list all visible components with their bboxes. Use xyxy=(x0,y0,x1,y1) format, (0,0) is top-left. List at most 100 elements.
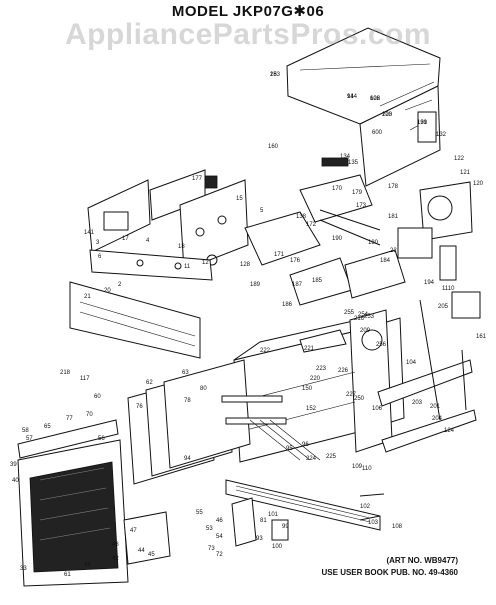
front-trim-panel xyxy=(69,249,213,359)
part-number-label: 5 xyxy=(260,208,264,214)
part-number-label: 70 xyxy=(86,412,93,418)
part-number-label: 121 xyxy=(460,170,471,176)
part-number-label: 131 xyxy=(417,120,428,126)
part-number-label: 184 xyxy=(380,258,391,264)
part-number-label: 117 xyxy=(80,376,90,382)
part-number-label: 33 xyxy=(20,566,27,572)
part-number-label: 189 xyxy=(250,282,261,288)
watermark: AppliancePartsPros.com xyxy=(64,18,432,51)
part-number-label: 170 xyxy=(332,186,343,192)
part-number-label: 100 xyxy=(272,544,283,550)
part-number-label: 220 xyxy=(310,376,321,382)
part-number-label: 110 xyxy=(362,466,372,472)
part-number-label: 205 xyxy=(438,304,449,310)
part-number-label: 21 xyxy=(84,294,91,300)
part-number-label: 104 xyxy=(406,360,417,366)
art-number: (ART NO. WB9477) xyxy=(386,556,458,565)
part-number-label: 22 xyxy=(390,248,397,254)
part-number-label: 4 xyxy=(146,238,150,244)
part-number-label: 96 xyxy=(302,442,309,448)
oven-cavity xyxy=(233,309,405,463)
part-number-label: 216 xyxy=(354,316,365,322)
part-number-label: 93 xyxy=(256,536,263,542)
part-number-label: 124 xyxy=(444,428,455,434)
part-number-label: 6 xyxy=(98,254,102,260)
part-number-label: 172 xyxy=(306,222,317,228)
part-number-label: 108 xyxy=(392,524,403,530)
part-number-label: 180 xyxy=(368,240,379,246)
outer-case-hood xyxy=(286,27,441,187)
part-number-label: 95 xyxy=(286,446,293,452)
part-number-label: 250 xyxy=(354,396,365,402)
fan-motor-assembly xyxy=(397,181,481,319)
part-number-label: 47 xyxy=(130,528,137,534)
part-number-label: 56 xyxy=(98,436,105,442)
part-number-label: 123 xyxy=(382,112,393,118)
part-number-label: 72 xyxy=(216,552,223,558)
part-number-label: 225 xyxy=(326,454,337,460)
part-number-label: 161 xyxy=(476,334,487,340)
part-number-label: 42 xyxy=(112,556,119,562)
part-number-label: 187 xyxy=(292,282,303,288)
part-number-label: 153 xyxy=(270,72,281,78)
part-number-label: 194 xyxy=(424,280,435,286)
part-number-label: 43 xyxy=(84,562,91,568)
part-number-label: 204 xyxy=(432,416,443,422)
part-number-label: 223 xyxy=(316,366,327,372)
part-number-label: 103 xyxy=(368,520,379,526)
part-number-label: 28 xyxy=(270,72,277,78)
door-glass-and-racks xyxy=(127,359,321,485)
part-number-label: 171 xyxy=(274,252,285,258)
part-number-label: 18 xyxy=(178,244,185,250)
bottom-brackets xyxy=(231,493,385,547)
part-number-label: 255 xyxy=(344,310,355,316)
part-number-label: 76 xyxy=(136,404,143,410)
part-number-label: 173 xyxy=(356,203,367,209)
part-number-label: 106 xyxy=(372,406,383,412)
part-number-label: 61 xyxy=(64,572,71,578)
part-number-label: 48 xyxy=(112,542,119,548)
part-number-label: 11 xyxy=(184,264,191,270)
part-number-label: 109 xyxy=(352,464,363,470)
part-number-label: 120 xyxy=(473,181,484,187)
part-number-label: 152 xyxy=(306,406,317,412)
part-number-label: 63 xyxy=(182,370,189,376)
part-number-label: 45 xyxy=(148,552,155,558)
part-number-label: 46 xyxy=(216,518,223,524)
part-number-label: 15 xyxy=(236,196,243,202)
part-number-label: 178 xyxy=(388,184,399,190)
part-number-label: 39 xyxy=(10,462,17,468)
user-book-note: USE USER BOOK PUB. NO. 49-4360 xyxy=(321,568,458,577)
part-number-label: 150 xyxy=(302,386,313,392)
part-number-label: 227 xyxy=(346,392,357,398)
part-number-label: 81 xyxy=(260,518,267,524)
part-number-label: 179 xyxy=(352,190,363,196)
part-number-label: 2 xyxy=(118,282,122,288)
part-number-label: 73 xyxy=(208,546,215,552)
part-number-label: 62 xyxy=(146,380,153,386)
part-number-label: 77 xyxy=(66,416,73,422)
part-number-label: 20 xyxy=(104,288,111,294)
part-number-label: 177 xyxy=(192,176,203,182)
part-number-label: 181 xyxy=(388,214,399,220)
part-number-label: 55 xyxy=(196,510,203,516)
model-title: MODEL JKP07G✱06 xyxy=(171,3,325,20)
part-number-label: 128 xyxy=(240,262,251,268)
part-number-label: 78 xyxy=(184,398,191,404)
part-number-label: 602 xyxy=(370,96,381,102)
part-number-label: 1110 xyxy=(442,286,455,292)
part-number-label: 176 xyxy=(290,258,301,264)
part-number-label: 222 xyxy=(260,348,271,354)
part-number-label: 209 xyxy=(360,328,371,334)
part-number-label: 65 xyxy=(44,424,51,430)
part-number-label: 253 xyxy=(364,314,375,320)
central-mechanism xyxy=(244,157,406,306)
part-number-label: 135 xyxy=(348,160,359,166)
part-number-label: 132 xyxy=(436,132,447,138)
part-number-label: 256 xyxy=(376,342,387,348)
part-number-label: 160 xyxy=(268,144,279,150)
part-number-label: 102 xyxy=(360,504,371,510)
part-number-label: 200 xyxy=(382,112,393,118)
